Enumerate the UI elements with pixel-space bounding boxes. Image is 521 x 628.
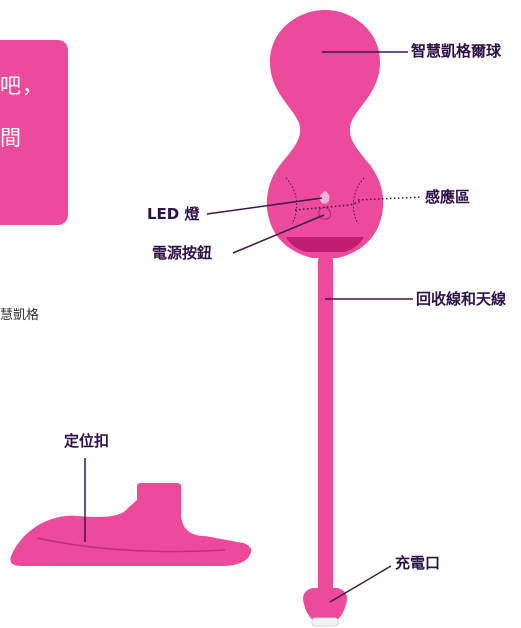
label-main-ball: 智慧凱格爾球	[411, 42, 502, 60]
label-power-button: 電源按鈕	[152, 244, 213, 262]
label-led: LED 燈	[147, 205, 200, 223]
positioning-clip	[10, 483, 252, 566]
label-positioning-clip: 定位扣	[64, 432, 110, 450]
label-sensor-area: 感應區	[425, 188, 471, 206]
leader-lines	[84, 51, 423, 603]
callout-box: 吧， 間	[0, 40, 68, 225]
callout-line-2: 間	[0, 126, 22, 150]
label-charging-port: 充電口	[395, 554, 441, 572]
label-antenna: 回收線和天線	[416, 290, 507, 308]
callout-line-1: 吧，	[0, 74, 44, 98]
kegel-ball	[266, 10, 384, 627]
side-text: 慧凱格	[0, 308, 40, 323]
